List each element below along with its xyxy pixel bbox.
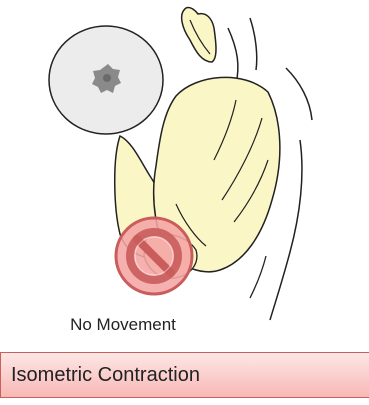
neck-line-1 (228, 28, 238, 84)
no-symbol-icon (116, 218, 192, 294)
no-movement-caption: No Movement (0, 315, 246, 335)
banner-label: Isometric Contraction (11, 364, 200, 387)
contraction-type-banner: Isometric Contraction (0, 352, 369, 398)
shoulder-line (286, 68, 312, 120)
neck-line-2 (250, 18, 257, 70)
torso-inner-line (250, 256, 266, 298)
dumbbell-plate-icon (49, 26, 163, 134)
head-outline (182, 7, 216, 62)
